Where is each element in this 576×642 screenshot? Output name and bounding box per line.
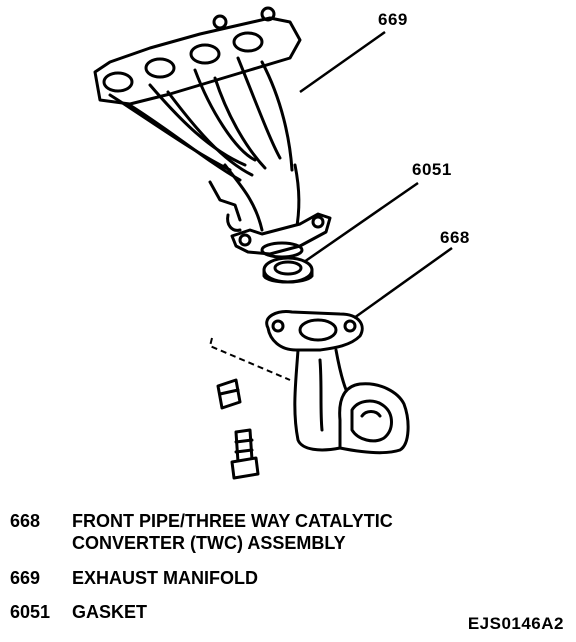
- leader-6051: [303, 181, 419, 264]
- exploded-diagram: 669 6051 668: [93, 6, 470, 480]
- leader-669: [299, 30, 386, 94]
- diagram-drawing: [93, 6, 453, 480]
- callout-668: 668: [440, 228, 470, 247]
- stud-part: [216, 378, 260, 480]
- exhaust-manifold-part: [93, 6, 332, 259]
- leader-668: [353, 246, 453, 320]
- stud-leader-dashed: [208, 337, 291, 381]
- legend-description: EXHAUST MANIFOLD: [72, 568, 258, 588]
- legend-number: 669: [10, 568, 41, 588]
- front-pipe-part: [265, 310, 410, 455]
- callout-669: 669: [378, 10, 408, 29]
- callout-6051: 6051: [412, 160, 452, 179]
- gasket-part: [262, 256, 314, 284]
- legend-number: 668: [10, 511, 41, 531]
- legend-description: FRONT PIPE/THREE WAY CATALYTIC CONVERTER…: [72, 511, 393, 553]
- figure-code: EJS0146A2: [467, 614, 564, 633]
- legend-number: 6051: [10, 602, 51, 622]
- legend-description: GASKET: [72, 602, 148, 622]
